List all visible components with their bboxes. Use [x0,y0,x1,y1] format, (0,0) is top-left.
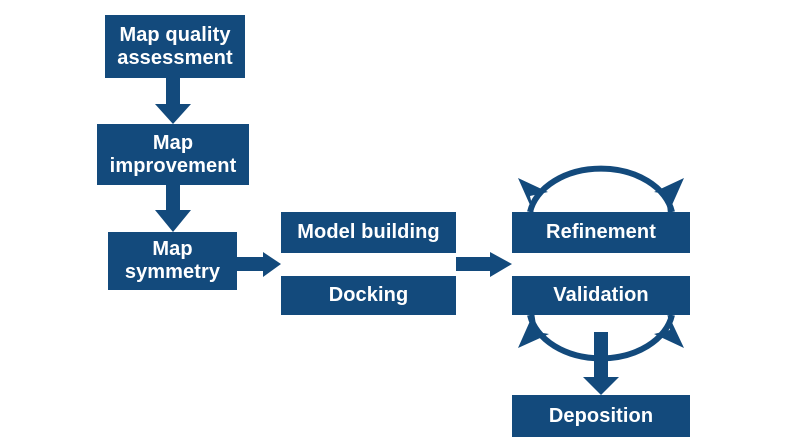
arrow-validation-to-deposition [583,332,619,395]
arrow-improvement-to-symmetry [155,185,191,232]
node-deposition[interactable]: Deposition [512,395,690,437]
node-validation[interactable]: Validation [512,276,690,315]
node-label-refinement: Refinement [546,221,656,243]
cycle-top-arc [518,165,684,214]
cycle-top-right-arrowhead [654,178,684,214]
node-docking[interactable]: Docking [281,276,456,315]
node-label-validation: Validation [553,284,649,306]
node-label-docking: Docking [328,284,409,306]
arrow-quality-to-improvement [155,78,191,124]
node-label-deposition: Deposition [548,404,654,427]
arrow-symmetry-to-building [237,252,281,277]
cycle-bottom-right-arrowhead [654,312,684,348]
arrow-building-to-refinement [456,252,512,277]
node-refinement[interactable]: Refinement [512,212,690,253]
cycle-bottom-left-arrowhead [518,312,549,348]
node-model-building[interactable]: Model building [281,212,456,253]
node-label-model-building: Model building [297,221,440,243]
cycle-top-left-arrowhead [518,178,548,214]
